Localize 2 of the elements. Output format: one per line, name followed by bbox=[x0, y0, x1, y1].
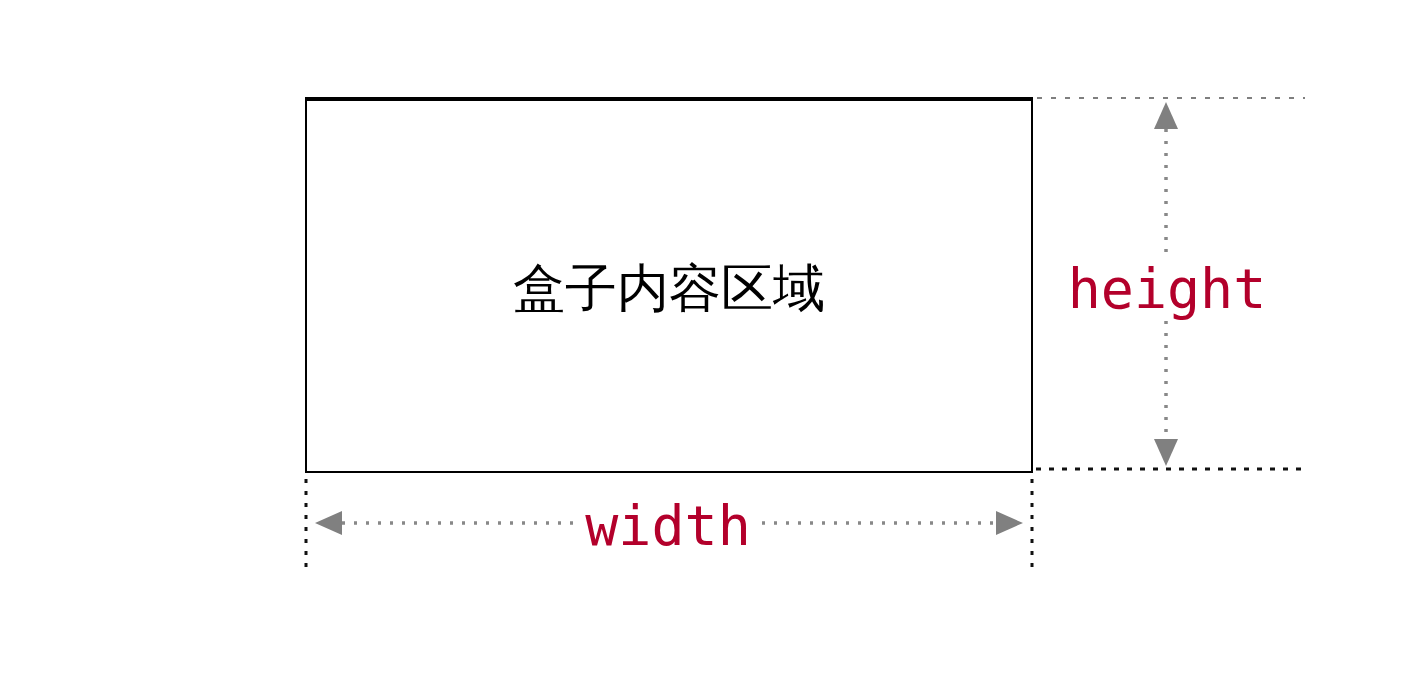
content-box bbox=[305, 97, 1033, 473]
content-label: 盒子内容区域 bbox=[513, 257, 825, 319]
